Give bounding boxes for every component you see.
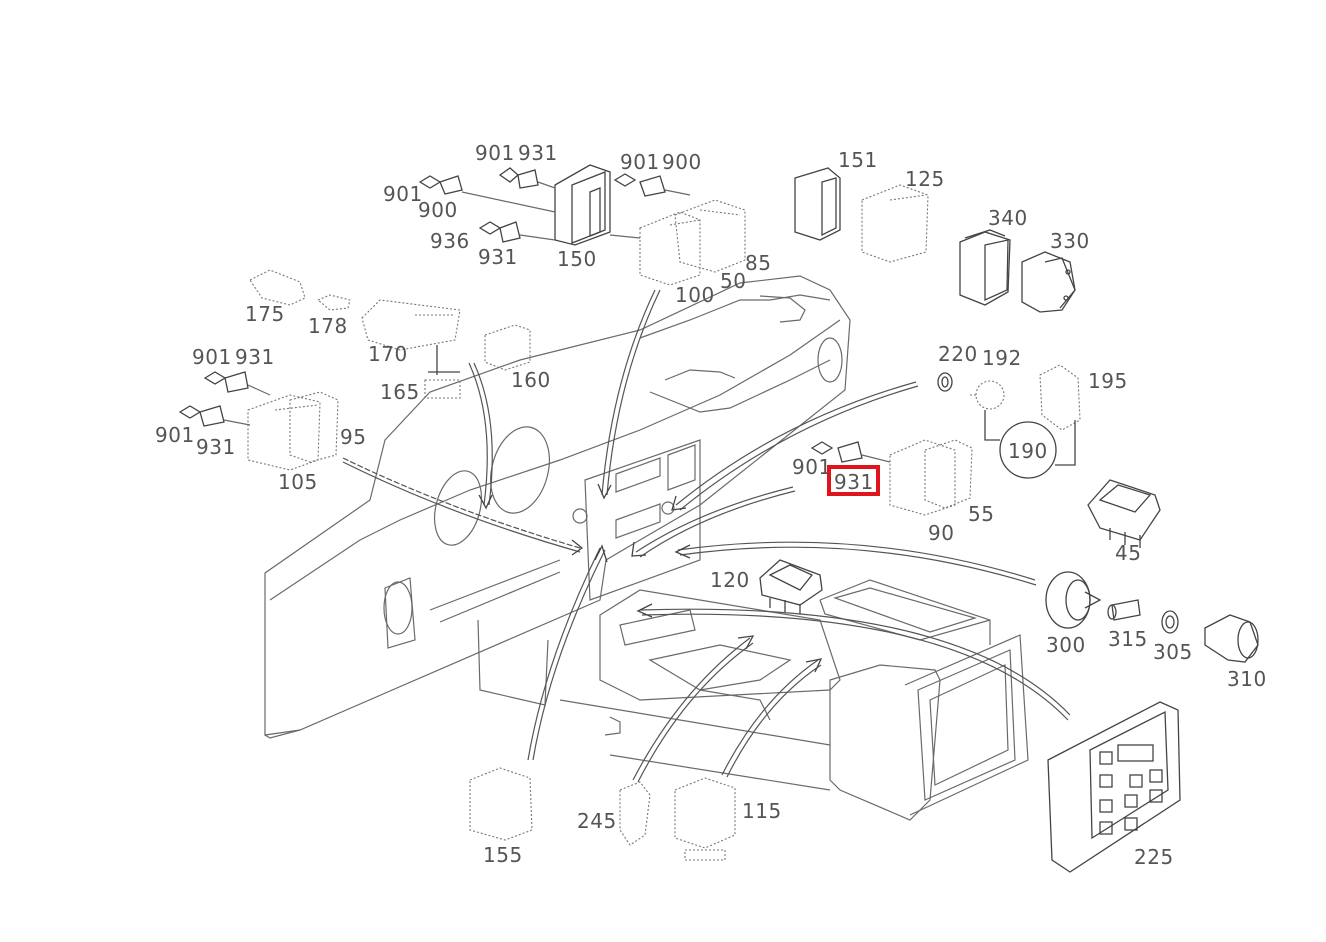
callout-115[interactable]: 115 [742,799,782,823]
part-50-relay[interactable] [674,199,746,273]
dashboard-outline [264,275,851,739]
part-245-sensor[interactable] [619,781,651,846]
part-105-relay[interactable] [247,394,321,471]
part-315-bulb[interactable] [1107,599,1141,621]
callout-155[interactable]: 155 [483,843,523,867]
callout-245[interactable]: 245 [577,809,617,833]
callout-901[interactable]: 901 [155,423,195,447]
callout-195[interactable]: 195 [1088,369,1128,393]
part-195-holder[interactable] [1039,364,1081,431]
callout-151[interactable]: 151 [838,148,878,172]
callout-901[interactable]: 901 [620,150,660,174]
center-console-outline [559,579,1029,821]
callout-labels: 901 931 901 900 901 900 936 931 150 151 … [155,141,1267,869]
part-45-switch[interactable] [1087,479,1161,548]
callout-85[interactable]: 85 [745,251,771,275]
part-330-switch[interactable] [1021,251,1076,313]
part-155-relay[interactable] [469,767,533,841]
callout-45[interactable]: 45 [1115,541,1141,565]
assembly-arrows [342,289,1071,783]
callout-105[interactable]: 105 [278,470,318,494]
callout-160[interactable]: 160 [511,368,551,392]
callout-192[interactable]: 192 [982,346,1022,370]
callout-170[interactable]: 170 [368,342,408,366]
callout-305[interactable]: 305 [1153,640,1193,664]
callout-220[interactable]: 220 [938,342,978,366]
callout-100[interactable]: 100 [675,283,715,307]
callout-120[interactable]: 120 [710,568,750,592]
callout-190[interactable]: 190 [1008,439,1048,463]
part-340-switch[interactable] [959,229,1011,306]
part-300-knob[interactable] [1045,571,1102,629]
part-220-seal[interactable] [937,372,953,392]
part-170-module[interactable] [361,299,461,351]
part-178-clip[interactable] [316,294,351,311]
part-305-ring[interactable] [1161,610,1179,634]
callout-931-highlighted[interactable]: 931 [834,470,874,494]
highlight-box-931 [827,465,880,496]
part-151-switch-blank[interactable] [794,167,841,241]
callout-315[interactable]: 315 [1108,627,1148,651]
connector-pins [178,167,891,463]
part-160-relay[interactable] [484,324,531,371]
callout-901[interactable]: 901 [475,141,515,165]
part-115-relay[interactable] [674,777,736,861]
callout-300[interactable]: 300 [1046,633,1086,657]
callout-310[interactable]: 310 [1227,667,1267,691]
callout-901[interactable]: 901 [192,345,232,369]
part-125-relay[interactable] [861,184,929,263]
part-192-bulb[interactable] [968,380,1005,410]
callout-165[interactable]: 165 [380,380,420,404]
part-100-relay[interactable] [639,211,701,286]
callout-330[interactable]: 330 [1050,229,1090,253]
callout-225[interactable]: 225 [1134,845,1174,869]
part-310-knob[interactable] [1204,614,1259,663]
part-90-relay[interactable] [889,439,956,516]
callout-931[interactable]: 931 [518,141,558,165]
callout-175[interactable]: 175 [245,302,285,326]
part-190-set[interactable] [984,410,1076,479]
part-120-switch[interactable] [759,559,823,614]
callout-95[interactable]: 95 [340,425,366,449]
callout-936[interactable]: 936 [430,229,470,253]
callout-901[interactable]: 901 [792,455,832,479]
callout-125[interactable]: 125 [905,167,945,191]
part-95-relay[interactable] [289,391,339,463]
part-150-switch[interactable] [554,164,611,246]
callout-900[interactable]: 900 [418,198,458,222]
callout-931[interactable]: 931 [235,345,275,369]
callout-900[interactable]: 900 [662,150,702,174]
part-225-control-panel[interactable] [1047,701,1181,873]
callout-50[interactable]: 50 [720,269,746,293]
part-55-relay[interactable] [924,439,973,509]
callout-901[interactable]: 901 [383,182,423,206]
callout-90[interactable]: 90 [928,521,954,545]
callout-178[interactable]: 178 [308,314,348,338]
callout-55[interactable]: 55 [968,502,994,526]
callout-340[interactable]: 340 [988,206,1028,230]
callout-150[interactable]: 150 [557,247,597,271]
callout-931[interactable]: 931 [196,435,236,459]
callout-931[interactable]: 931 [478,245,518,269]
part-175-sensor[interactable] [249,269,306,306]
part-165-connector[interactable] [424,345,461,399]
